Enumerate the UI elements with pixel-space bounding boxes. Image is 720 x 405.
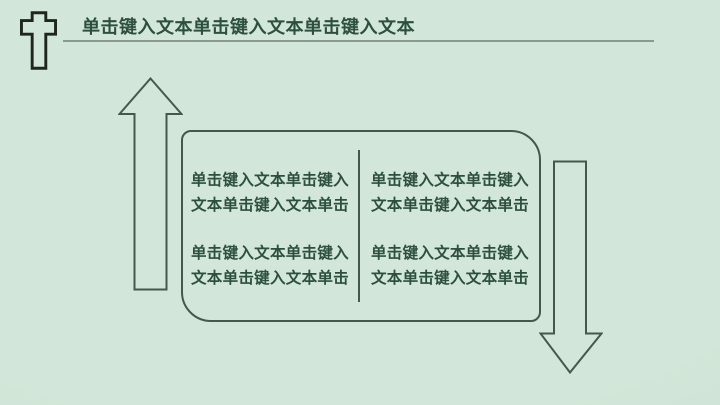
text-line: 文本单击键入文本单击	[190, 196, 349, 214]
text-line: 单击键入文本单击键入	[370, 171, 529, 189]
down-arrow-icon	[539, 160, 603, 374]
title-underline	[63, 40, 654, 42]
text-line: 单击键入文本单击键入	[190, 171, 349, 189]
text-block-top-left: 单击键入文本单击键入 文本单击键入文本单击	[181, 168, 359, 218]
cross-icon	[20, 11, 57, 70]
text-block-top-right: 单击键入文本单击键入 文本单击键入文本单击	[359, 168, 541, 218]
content-box	[181, 130, 541, 322]
text-line: 文本单击键入文本单击	[370, 269, 529, 287]
text-line: 单击键入文本单击键入	[190, 244, 349, 262]
up-arrow-icon	[118, 77, 183, 291]
content-box-divider	[358, 150, 360, 302]
text-line: 文本单击键入文本单击	[370, 196, 529, 214]
slide-title: 单击键入文本单击键入文本单击键入文本	[82, 17, 415, 38]
text-line: 单击键入文本单击键入	[370, 244, 529, 262]
text-block-bottom-right: 单击键入文本单击键入 文本单击键入文本单击	[359, 241, 541, 291]
text-block-bottom-left: 单击键入文本单击键入 文本单击键入文本单击	[181, 241, 359, 291]
text-line: 文本单击键入文本单击	[190, 269, 349, 287]
